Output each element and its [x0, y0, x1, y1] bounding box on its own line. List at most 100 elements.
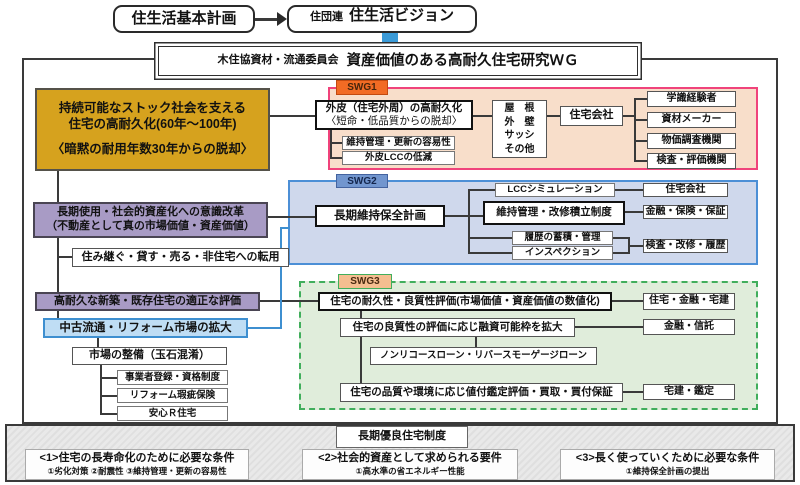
swg1-partner-label: 学識経験者	[666, 92, 717, 104]
swg3-main-box: 住宅の耐久性・良質性評価(市場価値・資産価値の数値化)	[318, 292, 612, 311]
wg-title-label: 資産価値のある高耐久住宅研究ＷＧ	[346, 52, 579, 69]
connector-line	[625, 211, 643, 213]
swg2-partner-inspection: 検査・改修・履歴	[643, 239, 728, 253]
evaluation-label: 高耐久な新築・既存住宅の適正な評価	[54, 294, 241, 307]
swg1-company-box: 住宅会社	[560, 106, 623, 126]
market-item-label: 安心Ｒ住宅	[148, 407, 197, 419]
basic-plan-label: 住生活基本計画	[131, 9, 237, 27]
connector-line	[468, 252, 512, 254]
swg1-part-sash: サッシ	[504, 130, 535, 141]
swg1-main-line1: 外皮（住宅外周）の高耐久化	[325, 101, 463, 114]
connector-line	[468, 189, 470, 254]
vision-box: 住団連 住生活ビジョン	[287, 5, 477, 33]
condition-box-1: <1>住宅の長寿命化のために必要な条件 ①劣化対策 ②耐震性 ③維持管理・更新の…	[25, 449, 249, 480]
swg3-label-badge: SWG3	[338, 274, 392, 289]
connector-line	[445, 215, 483, 217]
connector-line	[100, 395, 117, 397]
arrow-right-icon	[277, 12, 287, 26]
connector-line	[57, 238, 59, 292]
swg2-inspection-label: インスペクション	[524, 247, 601, 259]
swg2-partner-finance: 金融・保険・保証	[643, 205, 728, 219]
connector-line	[613, 237, 628, 239]
swg3-loan-frame-label: 住宅の良質性の評価に応じ融資可能枠を拡大	[352, 320, 563, 333]
connector-line	[97, 338, 99, 347]
vision-org-label: 住団連	[309, 11, 343, 23]
swg1-part-other: その他	[504, 143, 535, 155]
basic-plan-box: 住生活基本計画	[113, 5, 255, 33]
mindset-box: 長期使用・社会的資産化への意識改革 （不動産として真の市場価値・資産価値）	[33, 202, 268, 238]
connector-line	[634, 119, 647, 121]
swg1-label: SWG1	[347, 82, 377, 93]
connector-line	[57, 311, 59, 318]
goal-line2: 住宅の高耐久化(60年〜100年)	[68, 116, 237, 131]
swg2-partner-label: 住宅会社	[665, 183, 706, 195]
swg2-main-label: 長期維持保全計画	[334, 209, 426, 222]
reuse-label: 住み継ぐ・貸す・売る・非住宅への転用	[81, 250, 280, 263]
swg1-part-wall: 外 壁	[504, 116, 535, 128]
connector-line	[547, 115, 560, 117]
connector-line	[270, 115, 315, 117]
swg2-lcc-label: LCCシミュレーション	[507, 184, 603, 196]
swg2-partner-label: 検査・改修・履歴	[645, 239, 726, 251]
swg1-item-label: 外皮LCCの低減	[364, 152, 433, 164]
market-item-registration: 事業者登録・資格制度	[117, 370, 228, 385]
swg1-partner-label: 資材メーカー	[661, 113, 722, 125]
vision-title-label: 住生活ビジョン	[348, 7, 454, 24]
condition-3-sub: ①維持保全計画の提出	[625, 466, 710, 477]
condition-1-sub: ①劣化対策 ②耐震性 ③維持管理・更新の容易性	[47, 466, 227, 477]
blue-down-arrow-icon	[382, 33, 398, 43]
market-prep-label: 市場の整備（玉石混淆）	[89, 349, 210, 362]
swg1-part-roof: 屋 根	[504, 103, 535, 114]
connector-line-blue	[280, 227, 290, 229]
swg2-main-box: 長期維持保全計画	[315, 205, 445, 227]
connector-line	[468, 189, 495, 191]
connector-line	[330, 157, 342, 159]
connector-line	[100, 413, 117, 415]
swg2-label-badge: SWG2	[336, 174, 388, 188]
swg1-main-line2: 〈短命・低品質からの脱却〉	[325, 115, 463, 127]
swg2-history-label: 履歴の蓄積・管理	[524, 232, 601, 244]
condition-2-sub: ①高水準の省エネルギー性能	[355, 466, 465, 477]
swg3-partner-label: 宅建・鑑定	[664, 385, 714, 397]
swg3-partner-trust: 金融・信託	[643, 319, 735, 335]
market-item-label: リフォーム瑕疵保険	[129, 389, 216, 401]
connector-line	[634, 98, 647, 100]
connector-line	[360, 311, 362, 318]
swg1-partner-label: 検査・評価機関	[656, 154, 727, 166]
connector-line	[634, 98, 636, 162]
connector-line	[575, 326, 643, 328]
swg2-partner-company: 住宅会社	[643, 183, 728, 197]
committee-label: 木住協資材・流通委員会	[217, 54, 339, 67]
connector-line	[57, 256, 72, 258]
swg2-fund-label: 維持管理・改修積立制度	[496, 206, 612, 219]
swg1-partner-academic: 学識経験者	[647, 91, 736, 107]
reuse-box: 住み継ぐ・貸す・売る・非住宅への転用	[72, 248, 289, 267]
condition-1-title: <1>住宅の長寿命化のために必要な条件	[39, 452, 235, 465]
goal-line3: 〈暗黙の耐用年数30年からの脱却〉	[51, 142, 254, 157]
swg1-item-maintenance: 維持管理・更新の容易性	[342, 136, 455, 150]
connector-line	[613, 252, 628, 254]
connector-line	[475, 337, 477, 347]
swg2-partner-label: 金融・保険・保証	[645, 205, 726, 217]
swg1-partner-label: 物価調査機関	[661, 134, 722, 146]
wg-title-box: 木住協資材・流通委員会 資産価値のある高耐久住宅研究ＷＧ	[158, 46, 638, 76]
market-item-anshin-r: 安心Ｒ住宅	[117, 406, 228, 421]
goal-box: 持続可能なストック社会を支える 住宅の高耐久化(60年〜100年) 〈暗黙の耐用…	[35, 88, 270, 171]
swg1-main-box: 外皮（住宅外周）の高耐久化 〈短命・低品質からの脱却〉	[315, 100, 473, 130]
swg2-lcc-box: LCCシミュレーション	[495, 183, 615, 197]
connector-line-blue	[248, 327, 282, 329]
swg1-partner-inspection: 検査・評価機関	[647, 153, 736, 169]
long-life-housing-label-box: 長期優良住宅制度	[336, 426, 468, 448]
swg2-history-box: 履歴の蓄積・管理	[512, 231, 613, 245]
connector-line	[468, 237, 512, 239]
swg2-inspection-box: インスペクション	[512, 246, 613, 260]
evaluation-box: 高耐久な新築・既存住宅の適正な評価	[35, 292, 260, 311]
connector-line	[623, 391, 643, 393]
connector-line	[330, 130, 332, 159]
market-item-label: 事業者登録・資格制度	[124, 371, 220, 383]
market-item-insurance: リフォーム瑕疵保険	[117, 388, 228, 403]
swg3-nonrecourse-box: ノンリコースローン・リバースモーゲージローン	[370, 347, 597, 365]
swg1-label-badge: SWG1	[336, 80, 388, 95]
arrow-shaft	[255, 18, 278, 21]
